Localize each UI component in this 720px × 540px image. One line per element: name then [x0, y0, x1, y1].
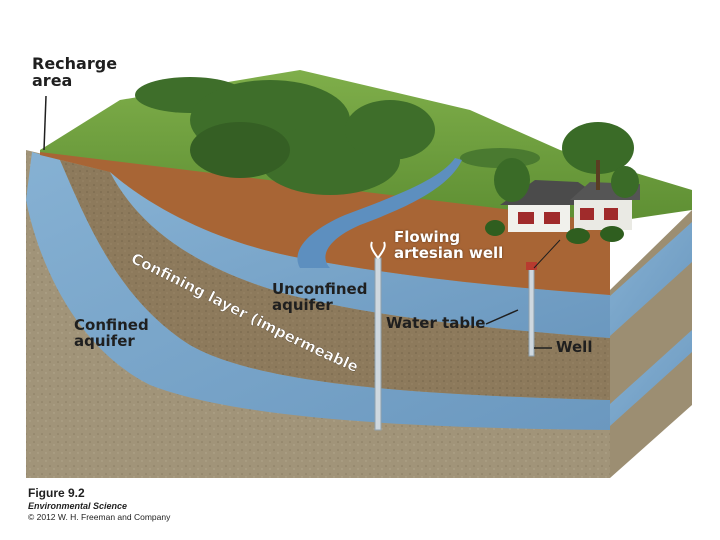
confined-aquifer-label: Confined aquifer [74, 316, 149, 350]
figure-number: Figure 9.2 [28, 486, 85, 500]
unconfined-aquifer-label: Unconfined aquifer [272, 280, 368, 314]
water-table-leader-line [485, 309, 519, 325]
recharge-leader-line [43, 95, 47, 151]
figure-caption: Figure 9.2 Environmental Science © 2012 … [28, 486, 170, 522]
copyright-notice: © 2012 W. H. Freeman and Company [28, 512, 171, 522]
water-table-label: Water table [386, 314, 486, 332]
confined-aquifer-layer [26, 152, 610, 430]
right-face-water [610, 222, 692, 336]
right-face-water-lower [610, 330, 692, 426]
confining-layer [60, 160, 610, 400]
tree-icon [494, 122, 639, 202]
well-pipe-icon [526, 262, 537, 357]
unconfined-aquifer-layer [110, 172, 610, 338]
topsoil-layer [40, 150, 610, 295]
flowing-artesian-well-label: Flowing artesian well [394, 228, 504, 262]
recharge-area-label: Recharge area [32, 54, 118, 90]
house-well-leader-line [533, 239, 561, 269]
forest-icon [135, 77, 435, 195]
well-label: Well [556, 338, 593, 356]
shrubs-icon [485, 220, 624, 244]
book-title: Environmental Science [28, 501, 128, 511]
flowing-artesian-well-pipe [370, 241, 386, 431]
river-icon [297, 158, 462, 268]
